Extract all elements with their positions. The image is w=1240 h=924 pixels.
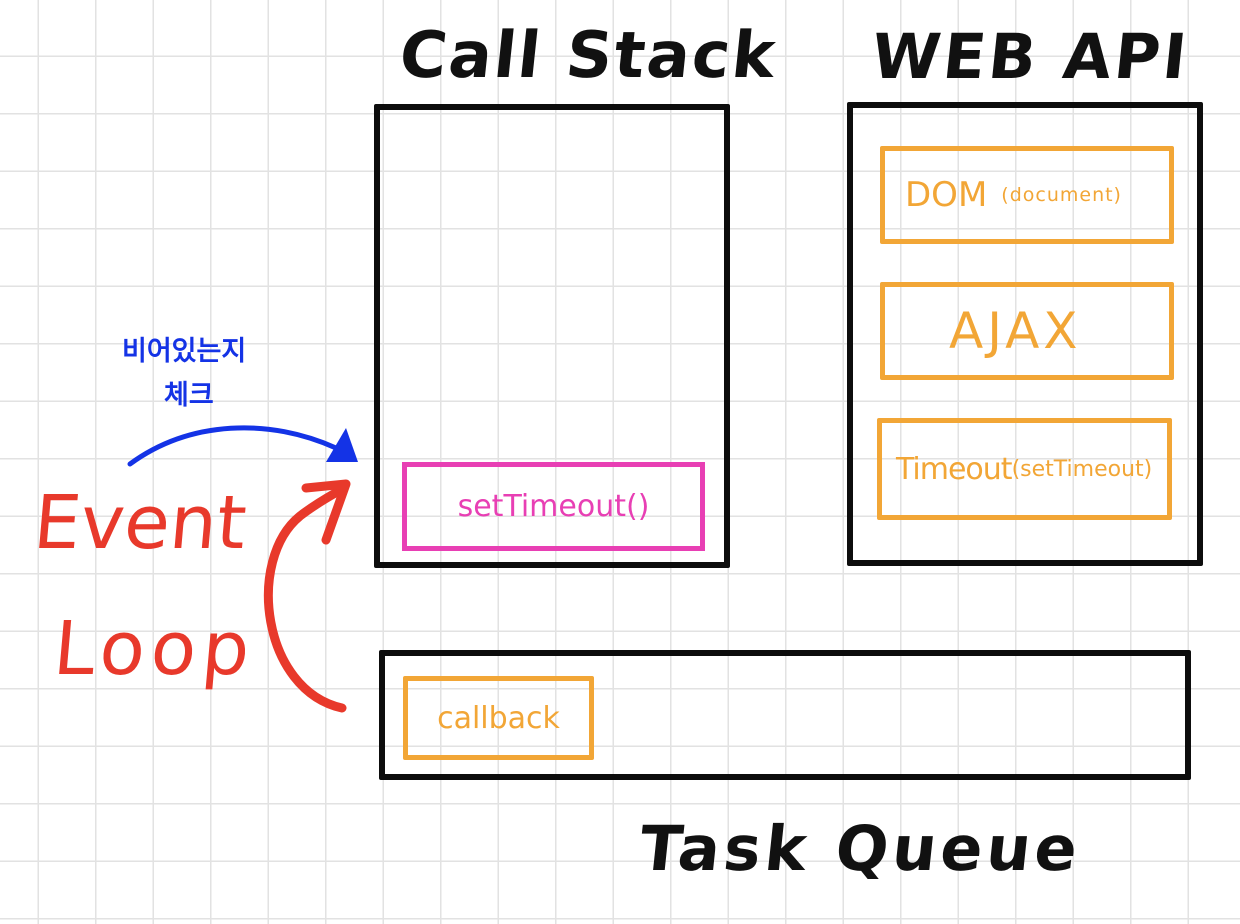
task-queue-box [379, 650, 1191, 780]
web-api-item-timeout: Timeout (setTimeout) [877, 418, 1172, 520]
web-api-title: WEB API [868, 20, 1193, 93]
empty-check-arrow [127, 425, 339, 467]
web-api-item-label: Timeout [896, 451, 1013, 487]
empty-check-note-line2: 체크 [164, 380, 214, 411]
web-api-item-label: DOM [905, 175, 988, 215]
call-stack-title: Call Stack [396, 19, 781, 93]
web-api-item-ajax: AJAX [880, 282, 1174, 380]
event-loop-arrow [263, 483, 349, 713]
web-api-item-dom: DOM (document) [880, 146, 1174, 244]
web-api-item-detail: (setTimeout) [1011, 456, 1153, 482]
web-api-box [847, 102, 1203, 566]
empty-check-arrowhead [326, 428, 358, 462]
web-api-item-label: AJAX [949, 302, 1082, 360]
event-loop-arrowhead [301, 479, 351, 545]
empty-check-note-line1: 비어있는지 [122, 336, 247, 367]
event-loop-label-loop: Loop [50, 606, 260, 692]
task-queue-item-callback: callback [403, 676, 594, 760]
event-loop-label-event: Event [30, 480, 250, 566]
task-queue-title: Task Queue [636, 812, 1085, 885]
call-stack-frame-settimeout: setTimeout() [402, 462, 705, 551]
web-api-item-detail: (document) [1001, 184, 1122, 206]
call-stack-box [374, 104, 730, 568]
